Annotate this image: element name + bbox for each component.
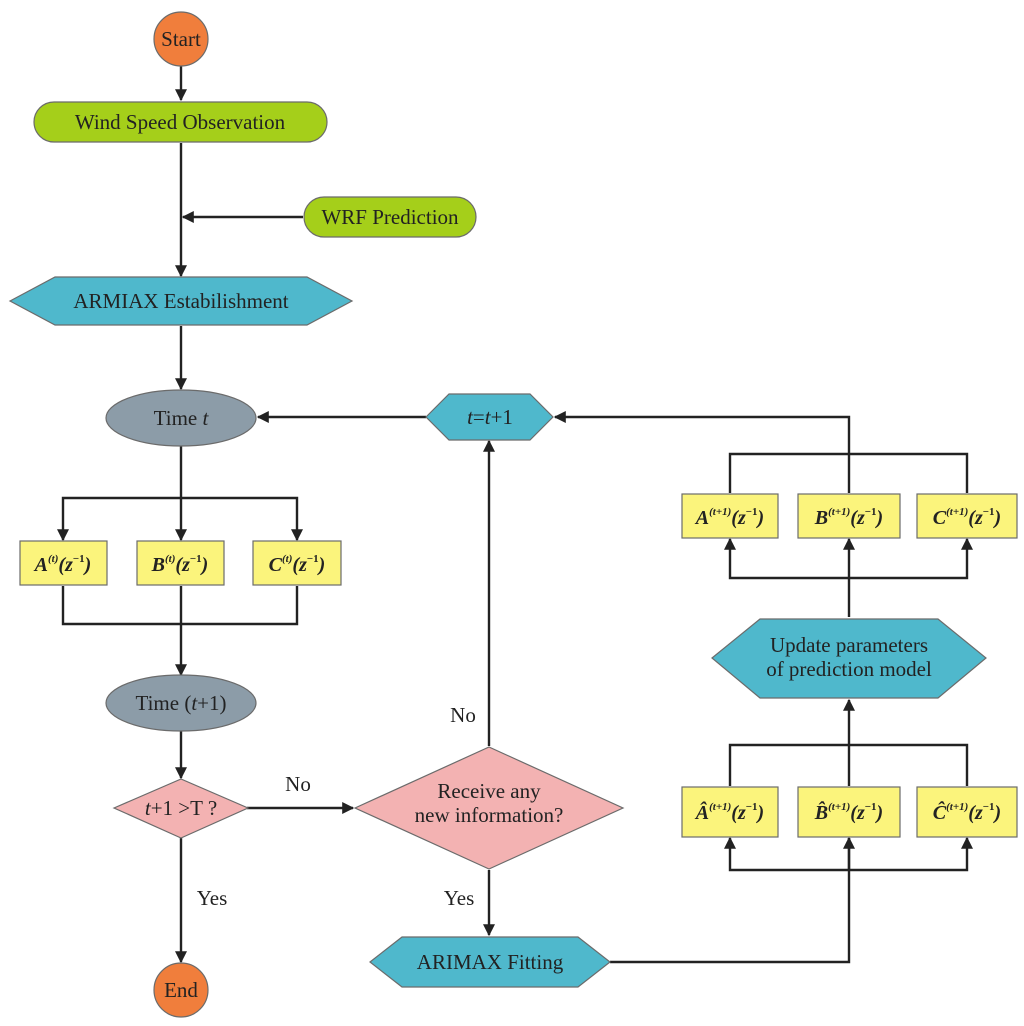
edge-time-branch-c: [181, 496, 303, 542]
fitting-shape: [369, 936, 611, 988]
edge-next-merge-c: [849, 452, 969, 493]
param-c-t-label: C(t)(z−1): [269, 553, 326, 576]
edge-fitting-estimates: [610, 836, 855, 964]
node-arimax-fitting: ARIMAX Fitting: [369, 936, 611, 988]
time-t1-label: Time (t+1): [135, 691, 226, 715]
edge-next-update-t: [553, 411, 851, 493]
param-c-hat-label: Ĉ(t+1)(z−1): [933, 800, 1001, 824]
param-a-hat-label: Â(t+1)(z−1): [694, 800, 764, 824]
param-a-hat: Â(t+1)(z−1): [681, 786, 779, 838]
edge-estimate-merge-a: [728, 743, 849, 786]
edge-label-decision-yes: Yes: [197, 886, 228, 910]
param-a-t: A(t)(z−1): [19, 540, 108, 586]
node-update-t: t=t+1: [425, 393, 554, 441]
edge-label-receive-yes: Yes: [444, 886, 475, 910]
param-c-hat-shape: [916, 786, 1018, 838]
edges: [57, 64, 973, 964]
param-b-t-shape: [136, 540, 225, 586]
node-decision-t-plus-1: t+1 >T ?: [112, 778, 250, 839]
edge-label-receive-no: No: [450, 703, 476, 727]
node-start: Start: [153, 11, 209, 67]
param-c-t: C(t)(z−1): [252, 540, 342, 586]
edge-next-merge-a: [728, 452, 849, 493]
decision-shape: [112, 778, 250, 839]
edge-merge-c: [181, 586, 299, 626]
param-b-t1-shape: [797, 493, 901, 539]
param-b-t-label: B(t)(z−1): [151, 553, 209, 576]
start-label: Start: [161, 27, 201, 51]
end-label: End: [164, 978, 198, 1002]
wrf-label: WRF Prediction: [321, 205, 459, 229]
decision-label: t+1 >T ?: [145, 796, 217, 820]
receive-label-line2: new information?: [415, 803, 564, 827]
observation-label: Wind Speed Observation: [75, 110, 286, 134]
param-b-hat-label: B̂(t+1)(z−1): [814, 800, 883, 824]
wrf-shape: [303, 196, 477, 238]
node-time-t-plus-1: Time (t+1): [105, 674, 257, 732]
node-armiax-establishment: ARMIAX Estabilishment: [8, 276, 354, 326]
edge-estimate-branch-a: [724, 836, 849, 872]
node-time-t: Time t: [105, 389, 257, 447]
establish-shape: [8, 276, 354, 326]
end-shape: [153, 962, 209, 1018]
param-a-t-shape: [19, 540, 108, 586]
param-a-t-label: A(t)(z−1): [33, 553, 92, 576]
observation-shape: [33, 101, 328, 143]
param-c-t1-label: C(t+1)(z−1): [933, 506, 1001, 529]
update-model-shape: [711, 618, 987, 699]
update-model-line2: of prediction model: [766, 657, 932, 681]
edge-next-branch-a: [724, 537, 849, 580]
update-t-shape: [425, 393, 554, 441]
param-b-hat-shape: [797, 786, 901, 838]
param-a-t1-label: A(t+1)(z−1): [694, 506, 764, 529]
edge-time-branch-a: [57, 496, 181, 542]
update-t-label: t=t+1: [467, 405, 513, 429]
time-t1-shape: [105, 674, 257, 732]
param-b-t1-label: B(t+1)(z−1): [814, 506, 883, 529]
receive-label-line1: Receive any: [437, 779, 541, 803]
param-c-hat: Ĉ(t+1)(z−1): [916, 786, 1018, 838]
param-c-t-shape: [252, 540, 342, 586]
time-t-label: Time t: [154, 406, 210, 430]
edge-next-branch-c: [849, 537, 973, 580]
param-c-t1: C(t+1)(z−1): [916, 493, 1018, 539]
param-a-t1-shape: [681, 493, 779, 539]
node-wrf-prediction: WRF Prediction: [303, 196, 477, 238]
establish-label: ARMIAX Estabilishment: [73, 289, 288, 313]
edge-merge-a: [61, 586, 181, 626]
param-b-t: B(t)(z−1): [136, 540, 225, 586]
param-a-hat-shape: [681, 786, 779, 838]
update-model-line1: Update parameters: [770, 633, 928, 657]
param-b-t1: B(t+1)(z−1): [797, 493, 901, 539]
param-c-t1-shape: [916, 493, 1018, 539]
node-end: End: [153, 962, 209, 1018]
node-wind-speed-observation: Wind Speed Observation: [33, 101, 328, 143]
edge-label-decision-no: No: [285, 772, 311, 796]
receive-shape: [353, 746, 625, 870]
param-a-t1: A(t+1)(z−1): [681, 493, 779, 539]
param-b-hat: B̂(t+1)(z−1): [797, 786, 901, 838]
fitting-label: ARIMAX Fitting: [417, 950, 564, 974]
edge-estimate-branch-c: [849, 836, 973, 872]
node-update-parameters: Update parameters of prediction model: [711, 618, 987, 699]
node-receive-information: Receive any new information?: [353, 746, 625, 870]
edge-estimate-merge-c: [849, 743, 969, 786]
start-shape: [153, 11, 209, 67]
time-t-shape: [105, 389, 257, 447]
